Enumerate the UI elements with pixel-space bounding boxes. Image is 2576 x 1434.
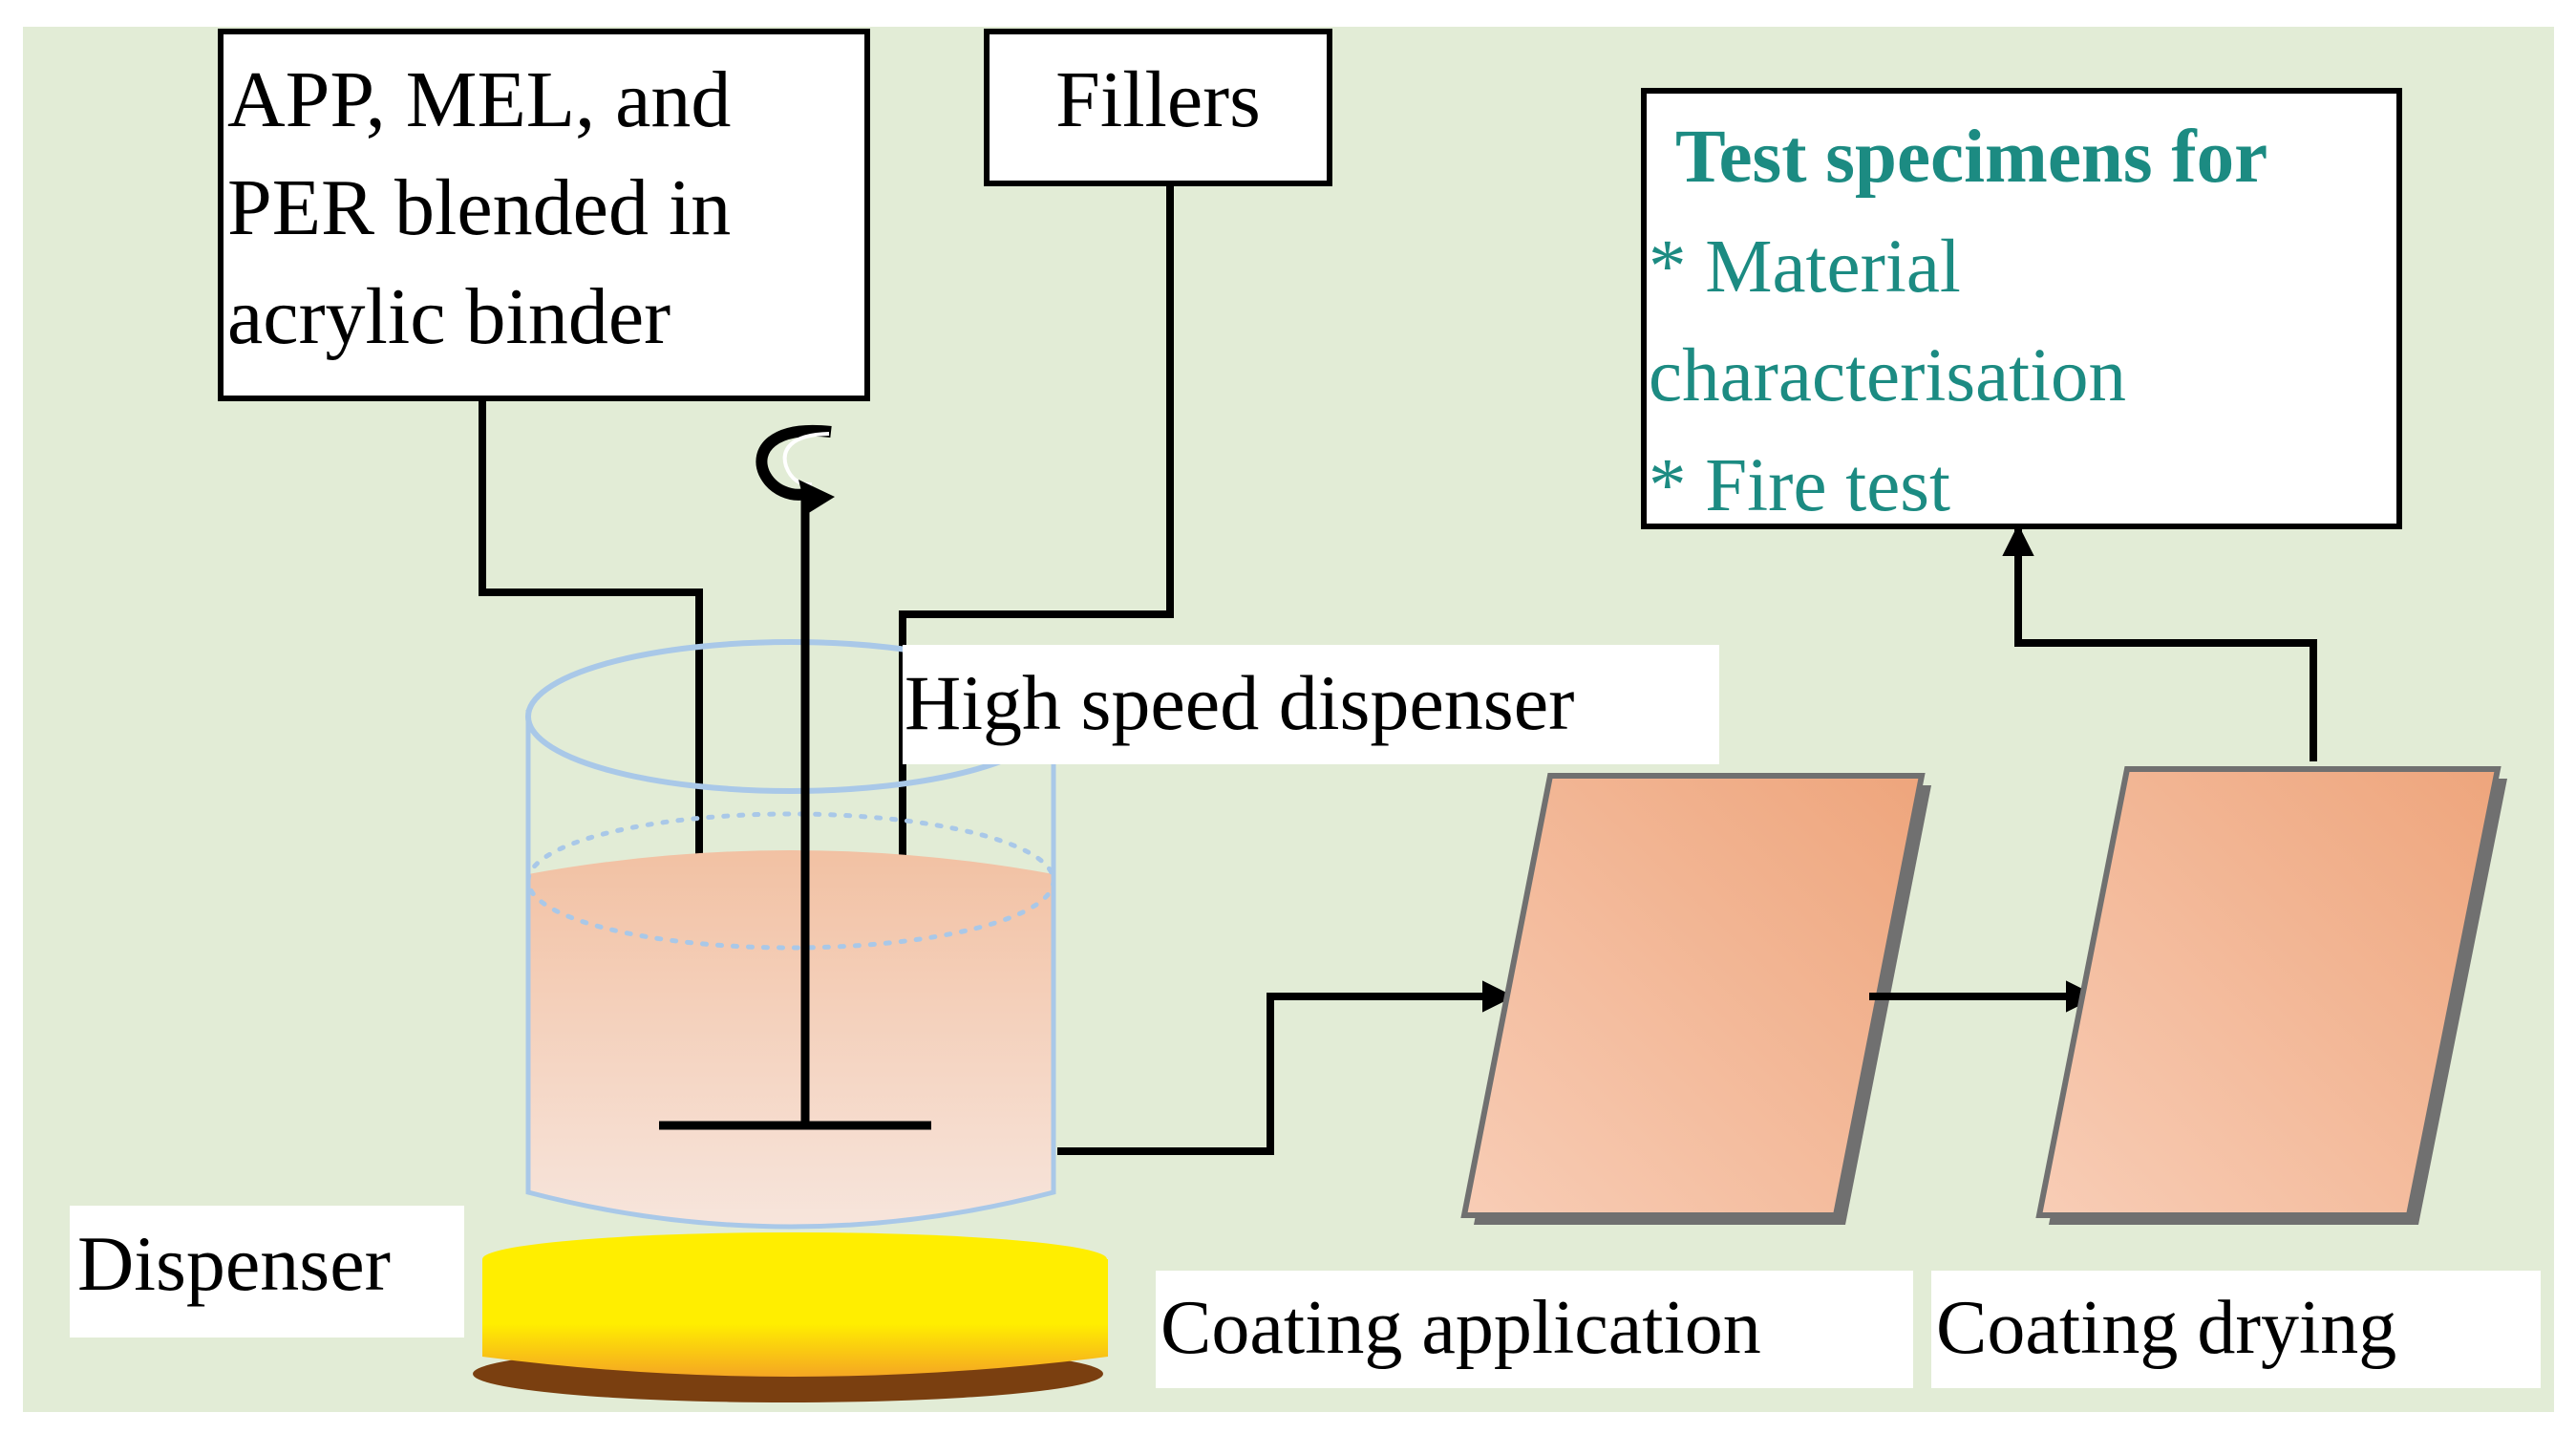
beaker-liquid <box>528 850 1054 1227</box>
ingredients-line-3: acrylic binder <box>227 271 671 361</box>
ingredients-line-2: PER blended in <box>227 163 732 253</box>
to-specimens-arrow <box>2002 524 2317 761</box>
ingredients-box: APP, MEL, and PER blended in acrylic bin… <box>218 29 870 401</box>
test-specimens-title: Test specimens for <box>1675 116 2268 199</box>
test-specimens-box: Test specimens for * Material characteri… <box>1641 88 2402 529</box>
high-speed-dispenser-label: High speed dispenser <box>903 645 1719 764</box>
dispenser-stand <box>473 1232 1108 1402</box>
fillers-label: Fillers <box>1055 55 1261 144</box>
coating-drying-label: Coating drying <box>1931 1271 2541 1388</box>
test-specimens-line-3: * Fire test <box>1649 443 1950 527</box>
beaker <box>525 639 1056 1230</box>
coating-application-label: Coating application <box>1156 1271 1913 1388</box>
fillers-arrow <box>886 182 1174 1038</box>
stand-top <box>482 1232 1107 1286</box>
ingredients-arrow <box>479 395 715 1028</box>
test-specimens-line-1: * Material <box>1649 225 1961 309</box>
coating-application-panel <box>1460 773 1926 1218</box>
beaker-wall <box>525 710 1056 1230</box>
rotation-arrow-icon <box>756 424 835 514</box>
fillers-box: Fillers <box>984 29 1332 186</box>
coating-drying-panel <box>2035 766 2501 1218</box>
stand-body <box>482 1259 1108 1377</box>
test-specimens-line-2: characterisation <box>1649 334 2127 418</box>
to-application-arrow <box>1057 980 1515 1155</box>
ingredients-line-1: APP, MEL, and <box>227 55 732 144</box>
dispenser-label: Dispenser <box>70 1206 464 1338</box>
